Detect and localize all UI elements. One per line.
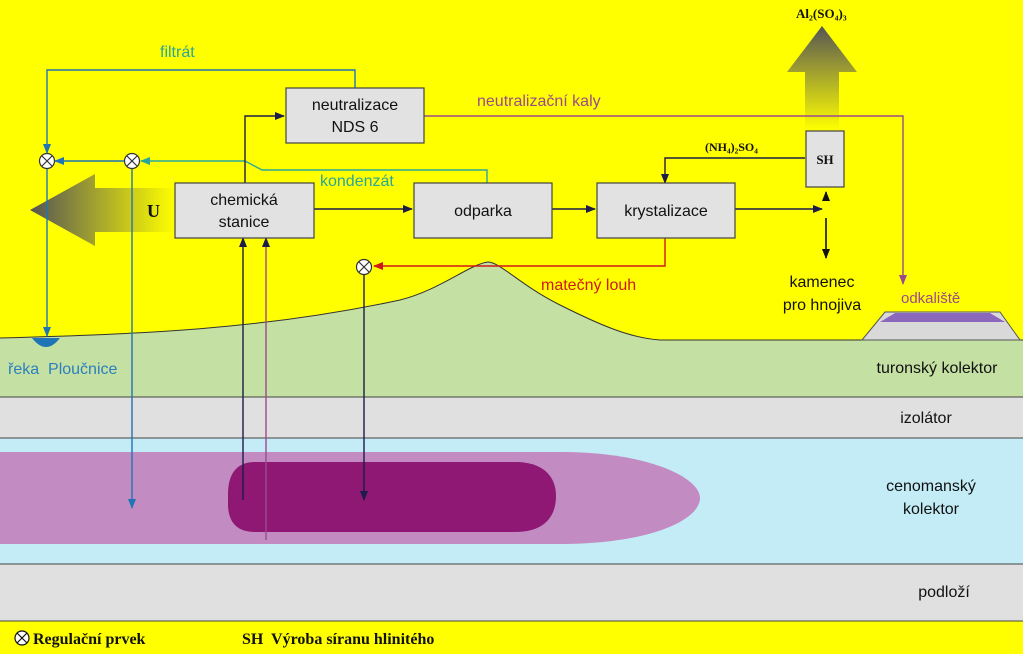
crystallization-label: krystalizace	[624, 203, 708, 220]
basement-label: podloží	[918, 584, 970, 601]
neutralization-label: neutralizace	[312, 97, 398, 114]
alum-label: kamenec	[790, 274, 855, 291]
uranium-label: U	[147, 201, 160, 221]
regulator-legend-label: Regulační prvek	[33, 631, 146, 648]
mother-liquor-label: matečný louh	[541, 277, 636, 294]
river-label: řeka Ploučnice	[8, 361, 117, 378]
insulator-label: izolátor	[900, 410, 952, 427]
turonian-label: turonský kolektor	[877, 360, 999, 377]
plume-inner	[228, 462, 556, 532]
uranium-output-arrow	[30, 174, 175, 246]
regulators	[38, 152, 373, 276]
aluminium-sulfate-label: Al₂(SO₄)₃	[796, 6, 847, 21]
tailings-label: odkaliště	[901, 290, 960, 307]
tailings-pond	[860, 311, 1021, 341]
filtrate-label: filtrát	[160, 44, 195, 61]
alum-label: pro hnojiva	[783, 297, 861, 314]
sludge-label: neutralizační kaly	[477, 93, 601, 110]
neutralization-box: neutralizace NDS 6	[285, 87, 425, 144]
insulator-layer	[0, 397, 1023, 438]
ammonium-sulfate-flow	[661, 157, 805, 184]
neutralization-label: NDS 6	[331, 119, 378, 136]
river-bed	[32, 338, 60, 347]
crystallization-box: krystalizace	[596, 182, 736, 239]
legend: Regulační prvek SH Výroba síranu hlinité…	[14, 630, 434, 648]
regulator-valve	[38, 152, 56, 170]
evaporator-label: odparka	[454, 203, 512, 220]
condensate-flow	[140, 157, 488, 183]
regulator-valve	[123, 152, 141, 170]
chemical-station-label: stanice	[219, 214, 270, 231]
evaporator-box: odparka	[413, 182, 553, 239]
regulator-valve	[355, 258, 373, 276]
hill-outline	[0, 261, 1023, 341]
sh-box: SH	[805, 130, 845, 188]
cenomanian-label: kolektor	[903, 501, 960, 518]
ammonium-sulfate-label: (NH₄)₂SO₄	[705, 140, 758, 154]
station-to-neutralization-flow	[244, 112, 285, 183]
sludge-flow	[424, 115, 907, 285]
sh-legend-label: SH Výroba síranu hlinitého	[242, 631, 434, 648]
chemical-station-label: chemická	[210, 192, 278, 209]
contamination-plume	[0, 452, 700, 544]
sh-label: SH	[816, 152, 833, 167]
filtrate-flow	[43, 69, 356, 154]
aluminium-sulfate-output-arrow	[787, 26, 857, 130]
condensate-label: kondenzát	[320, 173, 394, 190]
regulator-legend-icon	[14, 630, 30, 646]
turonian-layer	[0, 262, 1023, 397]
mother-liquor-flow	[373, 238, 666, 270]
basement-layer	[0, 564, 1023, 621]
cenomanian-label: cenomanský	[886, 478, 976, 495]
chemical-station-box: chemická stanice	[174, 182, 315, 239]
geology-layers	[0, 261, 1023, 622]
flow-lines	[43, 69, 907, 540]
